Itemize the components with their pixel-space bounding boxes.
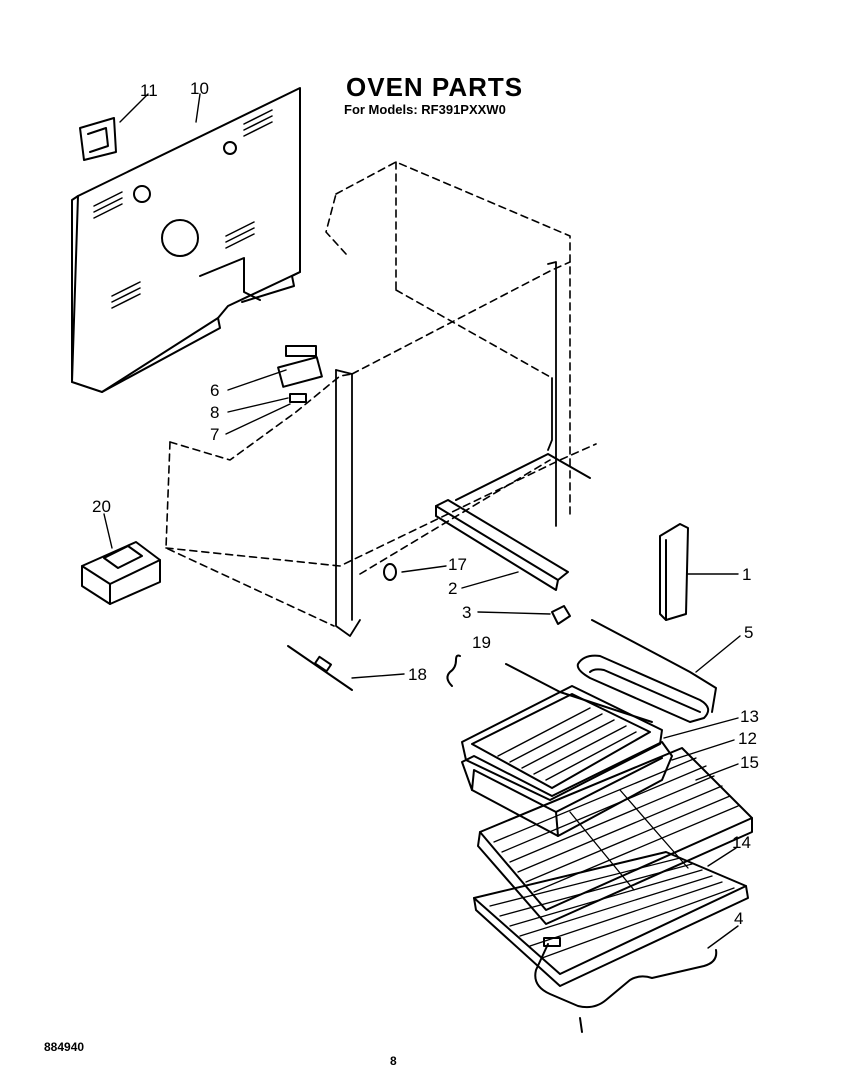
- callout-4: 4: [734, 909, 743, 928]
- callout-7: 7: [210, 425, 219, 444]
- callout-14: 14: [732, 833, 751, 852]
- callout-leader-lines: [103, 93, 741, 949]
- part-2-bracket: [435, 453, 591, 591]
- part-20-box: [81, 541, 161, 605]
- part-13-broiler-grid: [461, 685, 663, 801]
- page-number: 8: [390, 1054, 397, 1068]
- part-1-side-trim: [659, 523, 689, 621]
- callout-12: 12: [738, 729, 757, 748]
- callout-10: 10: [190, 79, 209, 98]
- callout-2: 2: [448, 579, 457, 598]
- callout-15: 15: [740, 753, 759, 772]
- callout-6: 6: [210, 381, 219, 400]
- diagram-title: OVEN PARTS: [346, 72, 524, 102]
- part-19-wire-clip: [446, 654, 461, 687]
- callout-5: 5: [744, 623, 753, 642]
- part-17-clip: [383, 563, 397, 581]
- callout-8: 8: [210, 403, 219, 422]
- callout-19: 19: [472, 633, 491, 652]
- part-3-clip: [551, 605, 571, 625]
- callout-3: 3: [462, 603, 471, 622]
- part-10-oven-back-panel: [71, 87, 301, 393]
- callout-1: 1: [742, 565, 751, 584]
- callout-17: 17: [448, 555, 467, 574]
- callout-13: 13: [740, 707, 759, 726]
- part-11-insulation-panel: [79, 117, 117, 161]
- part-4-bake-element: [534, 937, 718, 1033]
- oven-cavity-outline: [165, 161, 597, 627]
- model-subtitle: For Models: RF391PXXW0: [344, 102, 506, 117]
- diagram-code: 884940: [44, 1040, 85, 1054]
- part-15-oven-rack: [477, 747, 753, 925]
- callout-18: 18: [408, 665, 427, 684]
- callout-20: 20: [92, 497, 111, 516]
- part-18-sensor: [287, 645, 353, 691]
- callout-11: 11: [140, 81, 158, 100]
- part-5-broil-element: [505, 619, 717, 723]
- part-14-oven-rack: [473, 851, 749, 987]
- part-6-8-7-terminal-components: [277, 345, 323, 403]
- oven-cavity-frame: [335, 261, 557, 637]
